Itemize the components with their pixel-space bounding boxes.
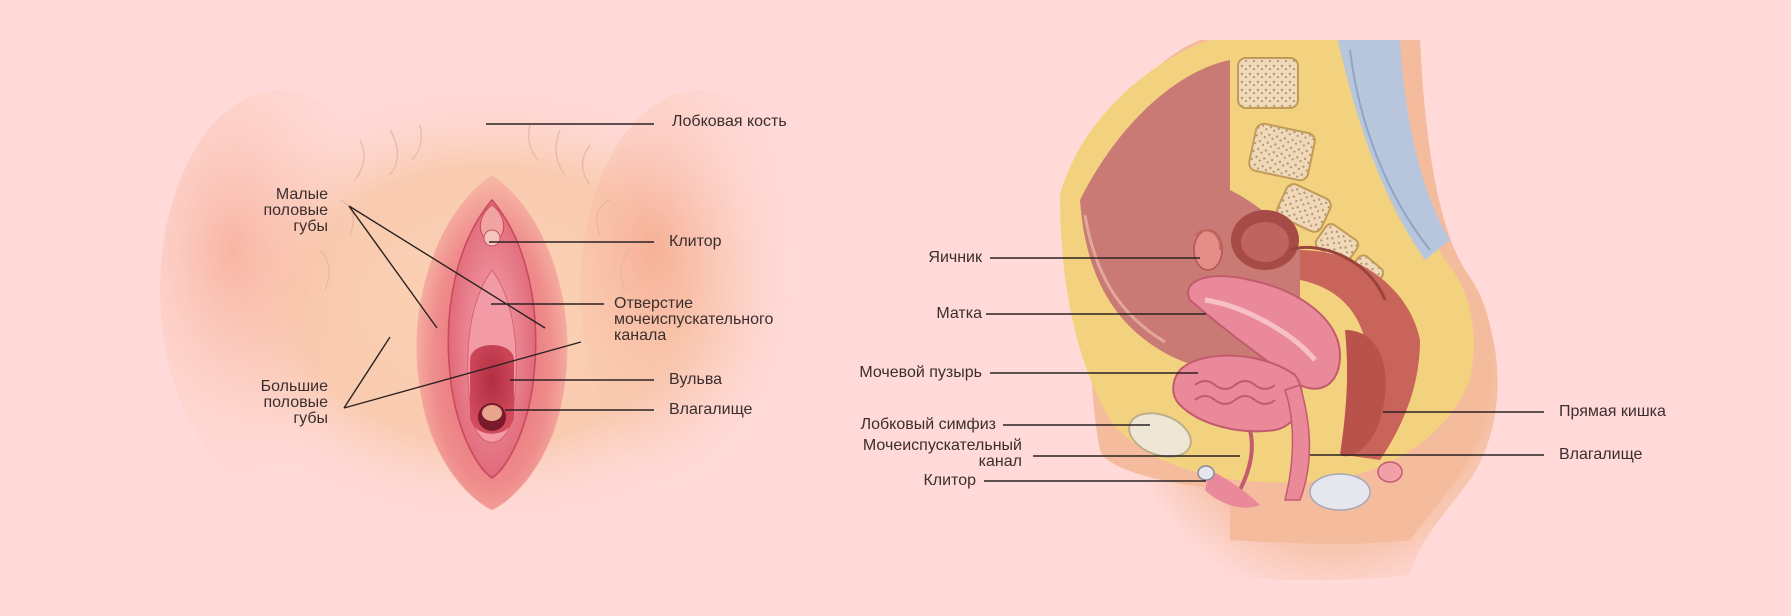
leader-labia-majora-b	[343, 341, 582, 409]
label-rectum: Прямая кишка	[1559, 403, 1666, 420]
label-clitoris-right: Клитор	[923, 472, 976, 489]
vertebrae	[1237, 57, 1385, 288]
label-vagina-left: Влагалище	[669, 401, 753, 418]
label-pubic-symphysis: Лобковый симфиз	[860, 416, 996, 433]
leader-labia-minora-b	[348, 205, 546, 329]
external-anatomy-art	[160, 75, 820, 535]
sagittal-section-art	[1060, 40, 1498, 580]
leader-labia-minora-a	[348, 205, 438, 329]
label-urethra: Мочеиспускательный канал	[862, 437, 1022, 470]
label-bladder: Мочевой пузырь	[859, 364, 982, 381]
label-urethral-opening: Отверстие мочеиспускательного канала	[614, 295, 774, 344]
label-ovary: Яичник	[928, 249, 982, 266]
label-labia-majora: Большие половые губы	[260, 378, 328, 427]
label-labia-minora: Малые половые губы	[263, 186, 328, 235]
leader-lines	[343, 123, 1544, 482]
label-pubic-bone: Лобковая кость	[672, 113, 787, 130]
label-clitoris-left: Клитор	[669, 233, 722, 250]
label-uterus: Матка	[936, 305, 982, 322]
label-vulva: Вульва	[669, 371, 723, 388]
label-vagina-right: Влагалище	[1559, 446, 1643, 463]
leader-labia-majora-a	[343, 336, 391, 409]
